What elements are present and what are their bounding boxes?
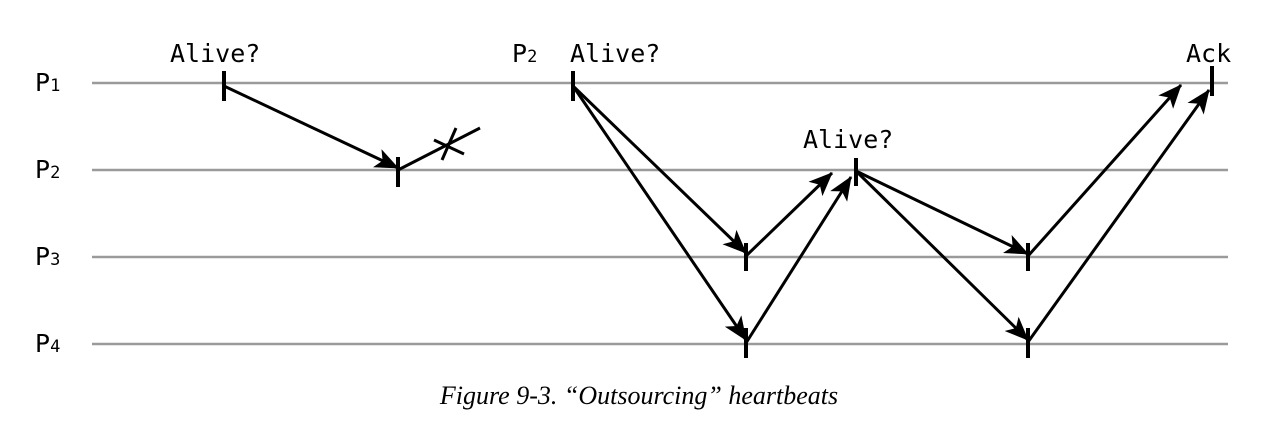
label-alive-middle: Alive? xyxy=(803,125,893,154)
arrow-p1-to-p2-direct xyxy=(223,84,399,170)
lane-label-p2: P2 xyxy=(35,155,60,184)
lane-label-p1: P1 xyxy=(35,68,60,97)
lost-reply-cross-stem xyxy=(440,127,458,161)
arrow-p2-to-p3 xyxy=(855,169,1029,256)
figure-caption: Figure 9-3. “Outsourcing” heartbeats xyxy=(439,381,838,410)
label-alive-left: Alive? xyxy=(170,39,260,68)
lost-reply-line xyxy=(397,126,481,172)
arrow-p3-to-p2 xyxy=(744,171,834,258)
lane-label-p4: P4 xyxy=(35,329,60,358)
arrow-p1-to-p3 xyxy=(571,84,748,255)
label-p2-tag: P2 xyxy=(512,39,537,68)
arrow-p4-to-p1 xyxy=(1026,89,1211,343)
lane-label-p3: P3 xyxy=(35,242,60,271)
label-alive-right: Alive? xyxy=(570,39,660,68)
arrow-p1-to-p4 xyxy=(571,85,748,341)
arrow-p4-to-p2 xyxy=(744,176,853,344)
arrow-p3-to-p1 xyxy=(1026,83,1183,258)
arrow-p2-to-p4 xyxy=(854,169,1030,342)
label-ack: Ack xyxy=(1186,39,1231,68)
